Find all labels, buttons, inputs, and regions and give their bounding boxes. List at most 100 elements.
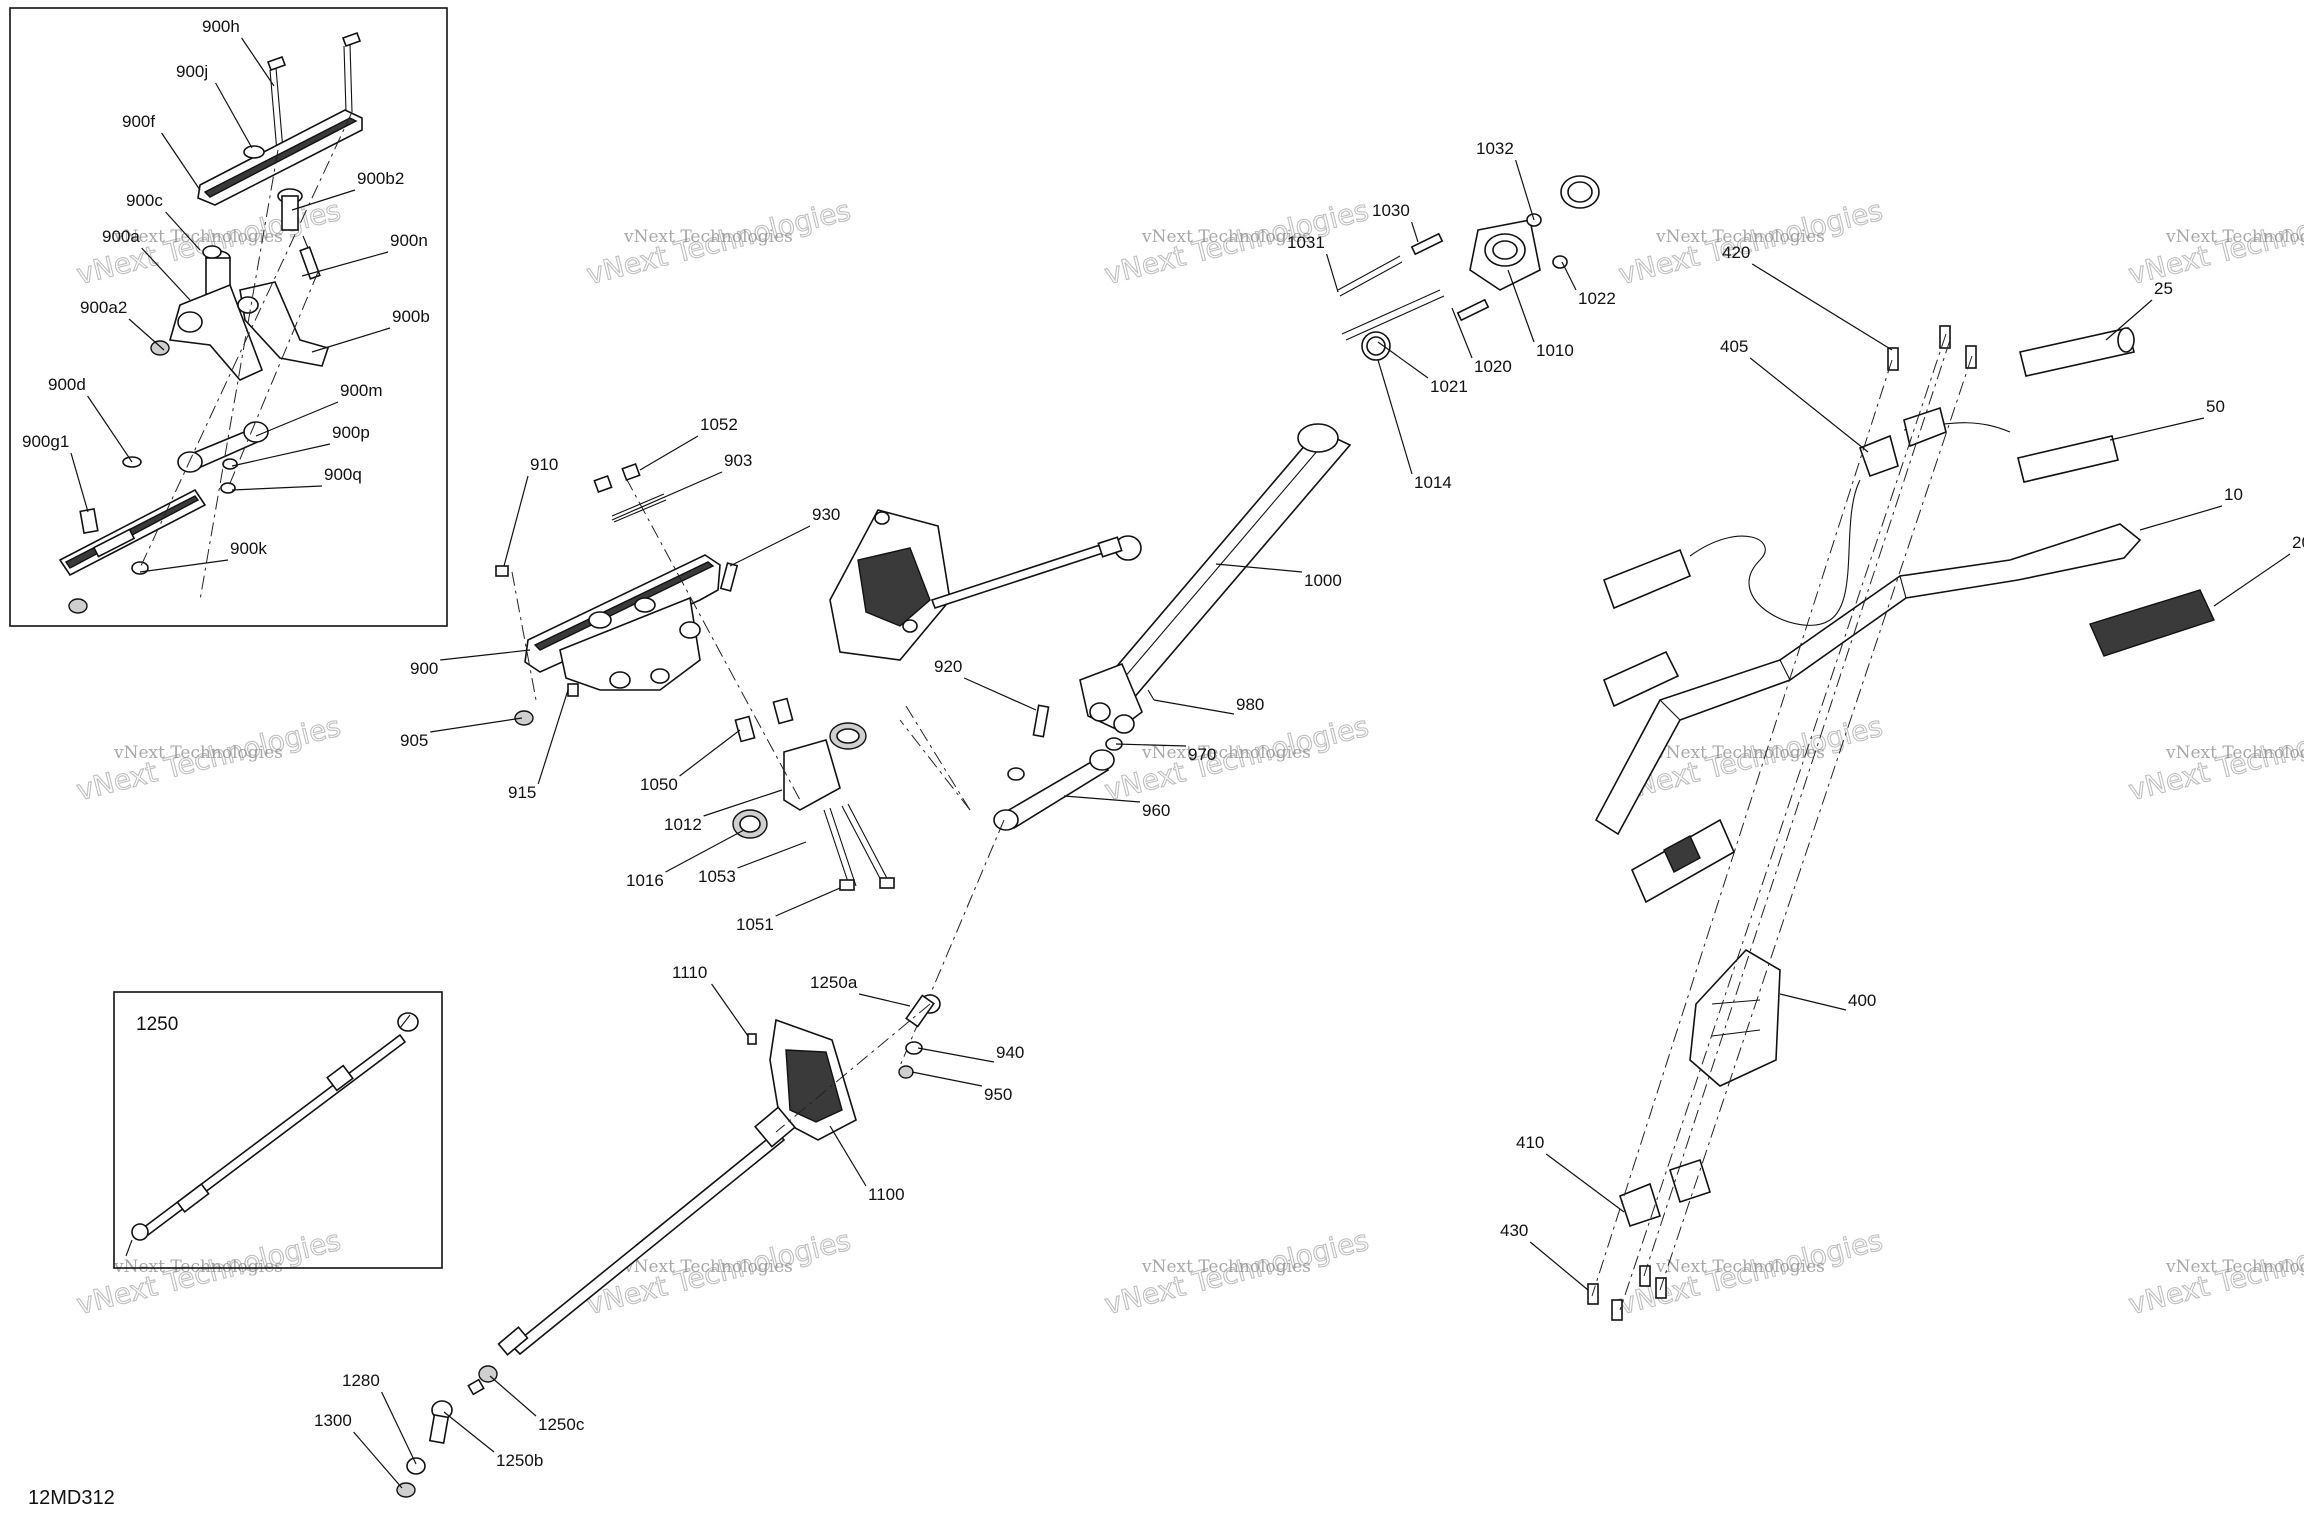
part-leader-1000 — [1215, 563, 1303, 573]
part-leader-1031 — [1326, 253, 1339, 293]
leader-lines — [70, 37, 2291, 1489]
part-leader-1280 — [381, 1391, 417, 1465]
part-leader-903 — [611, 471, 723, 521]
part-label-400: 400 — [1848, 991, 1876, 1010]
inset-part-label-900m: 900m — [340, 381, 383, 400]
inset-part-label-900p: 900p — [332, 423, 370, 442]
part-leader-405 — [1749, 357, 1869, 453]
part-label-950: 950 — [984, 1085, 1012, 1104]
inset-support-drawing — [58, 31, 363, 614]
part-leader-1012 — [703, 789, 783, 817]
inset-part-leader-900f — [161, 132, 201, 191]
part-label-1280: 1280 — [342, 1371, 380, 1390]
watermark-line1: vNext Technologies — [1141, 227, 1311, 247]
part-label-960: 960 — [1142, 801, 1170, 820]
part-leader-930 — [729, 525, 811, 567]
part-leader-1053 — [737, 841, 807, 869]
part-label-1014: 1014 — [1414, 473, 1452, 492]
inset-tie-rod-drawing — [125, 1012, 419, 1257]
part-leader-430 — [1529, 1241, 1589, 1291]
part-label-1021: 1021 — [1430, 377, 1468, 396]
inset-part-leader-900c — [165, 211, 201, 251]
inset-part-leader-900d — [87, 395, 133, 463]
watermark-line1: vNext Technologies — [1141, 743, 1311, 763]
part-label-1016: 1016 — [626, 871, 664, 890]
part-label-1300: 1300 — [314, 1411, 352, 1430]
part-label-1022: 1022 — [1578, 289, 1616, 308]
part-label-1010: 1010 — [1536, 341, 1574, 360]
part-label-50: 50 — [2206, 397, 2225, 416]
part-label-930: 930 — [812, 505, 840, 524]
inset-part-label-900h: 900h — [202, 17, 240, 36]
part-leader-25 — [2105, 299, 2153, 341]
part-leader-1250b — [443, 1411, 495, 1453]
part-label-1250a: 1250a — [810, 973, 858, 992]
part-leader-1050 — [679, 729, 741, 777]
part-label-900: 900 — [410, 659, 438, 678]
part-label-430: 430 — [1500, 1221, 1528, 1240]
part-leader-1052 — [639, 435, 699, 471]
part-label-1000: 1000 — [1304, 571, 1342, 590]
part-leader-1010 — [1507, 269, 1535, 343]
part-leader-20 — [2213, 553, 2291, 607]
inset-part-label-900d: 900d — [48, 375, 86, 394]
inset-part-label-900g1: 900g1 — [22, 432, 69, 451]
inset-part-leader-900n — [301, 251, 389, 277]
inset-part-leader-900b — [311, 327, 391, 353]
part-leader-1020 — [1451, 307, 1473, 359]
watermark-line1: vNext Technologies — [1655, 227, 1825, 247]
inset-title-1250: 1250 — [136, 1014, 178, 1035]
part-leader-910 — [503, 475, 529, 567]
inset-part-leader-900q — [231, 485, 323, 491]
inset-part-label-900k: 900k — [230, 539, 267, 558]
watermark-line1: vNext Technologies — [623, 227, 793, 247]
part-leader-915 — [537, 689, 569, 785]
part-leader-1030 — [1411, 221, 1419, 243]
part-label-1250b: 1250b — [496, 1451, 543, 1470]
part-label-1052: 1052 — [700, 415, 738, 434]
part-leader-920 — [963, 677, 1037, 711]
part-leader-1051 — [775, 887, 841, 917]
watermark-line1: vNext Technologies — [1655, 1257, 1825, 1277]
part-leader-1021 — [1377, 341, 1429, 379]
part-label-910: 910 — [530, 455, 558, 474]
part-label-1100: 1100 — [868, 1185, 905, 1204]
part-label-970: 970 — [1188, 745, 1216, 764]
part-label-980: 980 — [1236, 695, 1264, 714]
inset-part-label-900n: 900n — [390, 231, 428, 250]
part-label-25: 25 — [2154, 279, 2173, 298]
part-label-1030: 1030 — [1372, 201, 1410, 220]
lower-tie-rod-drawing — [396, 994, 941, 1498]
watermark-line1: vNext Technologies — [2165, 743, 2304, 763]
inset-part-label-900j: 900j — [176, 62, 208, 81]
inset-box-tie-rod — [113, 991, 443, 1269]
part-leader-10 — [2139, 505, 2223, 531]
part-leader-1110 — [711, 983, 749, 1037]
watermark-line1: vNext Technologies — [113, 743, 283, 763]
part-leader-1014 — [1377, 359, 1413, 475]
watermark-line1: vNext Technologies — [1655, 743, 1825, 763]
part-label-1110: 1110 — [672, 963, 707, 982]
part-label-1012: 1012 — [664, 815, 702, 834]
part-label-1032: 1032 — [1476, 139, 1514, 158]
support-assembly-drawing — [495, 462, 1142, 891]
part-label-920: 920 — [934, 657, 962, 676]
inset-part-leader-900j — [215, 82, 253, 149]
inset-part-leader-900a — [141, 247, 191, 301]
part-label-940: 940 — [996, 1043, 1024, 1062]
part-label-20: 20 — [2292, 533, 2304, 552]
inset-box-steering-support — [9, 7, 448, 627]
inset-part-leader-900h — [241, 37, 275, 87]
part-label-410: 410 — [1516, 1133, 1544, 1152]
part-leader-1250a — [858, 993, 911, 1007]
inset-part-label-900f: 900f — [122, 112, 155, 131]
part-label-405: 405 — [1720, 337, 1748, 356]
